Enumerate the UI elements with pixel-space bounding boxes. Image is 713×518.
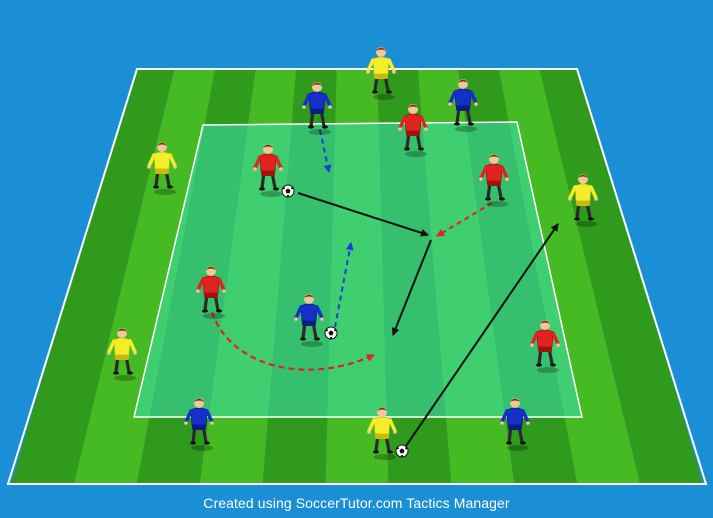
dribble-arrow-red [210,311,375,371]
player-red [479,154,509,207]
training-zone [133,121,583,418]
player-red [196,266,226,319]
player-blue [184,398,214,451]
run-arrow-red [436,202,493,237]
player-red [253,144,283,197]
movement-arrows [210,129,559,447]
player-blue [448,79,478,132]
pass-arrow [391,239,432,336]
player-blue [302,82,332,135]
footer-credit: Created using SoccerTutor.com Tactics Ma… [203,495,510,511]
player-blue [294,294,324,347]
pass-arrow [297,192,429,237]
player-yellow [366,47,396,100]
player-red [530,320,560,373]
run-arrow-blue [319,129,332,173]
pitch-diagram [6,47,708,485]
pitch-stripe [8,69,177,484]
soccer-ball [395,444,409,458]
pitch-stripe [71,69,217,484]
player-yellow [568,174,598,227]
balls-layer [281,184,409,458]
player-yellow [367,407,397,460]
pass-arrow [405,223,559,447]
player-yellow [107,328,137,381]
pitch-stripe [497,69,643,484]
pitch-boundary-line [6,68,708,485]
players-layer [107,47,598,460]
soccer-ball [281,184,295,198]
pitch-stripe [537,69,706,484]
player-red [398,104,428,157]
player-blue [500,398,530,451]
player-yellow [147,142,177,195]
soccer-ball [324,326,338,340]
